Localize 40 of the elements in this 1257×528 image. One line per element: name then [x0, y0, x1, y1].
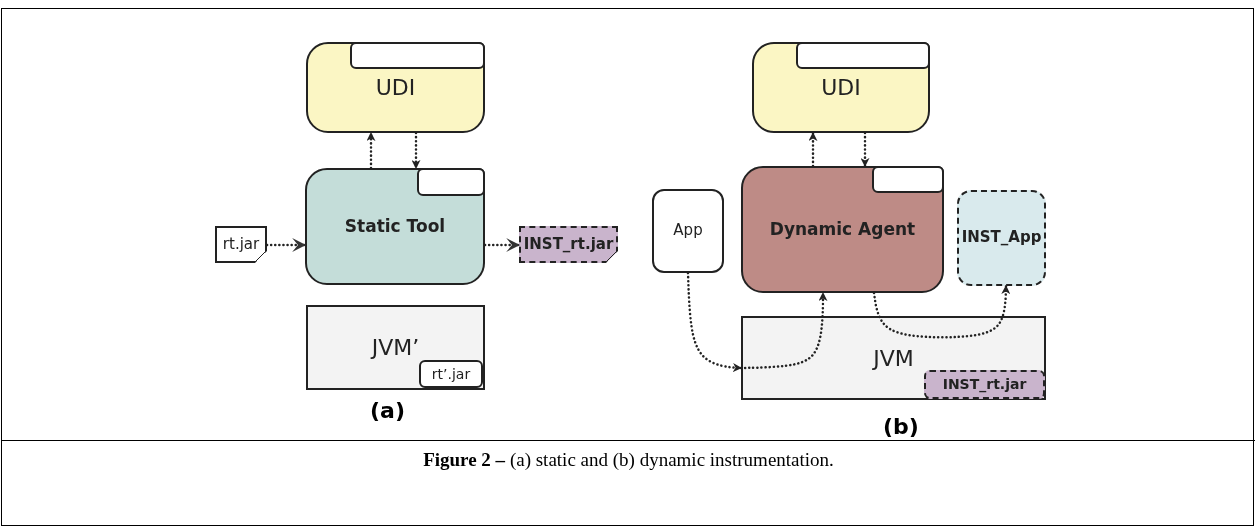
- dotted-arrow: [860, 131, 870, 168]
- dotted-arrow: [739, 291, 828, 370]
- library-tab: [419, 360, 483, 388]
- node-label: Dynamic Agent: [768, 219, 917, 240]
- component-box: [752, 42, 930, 133]
- node-label: rt’.jar: [430, 365, 472, 383]
- node-label: Static Tool: [343, 216, 447, 237]
- dotted-arrow: [483, 238, 521, 252]
- vm-box: [741, 316, 1046, 400]
- library-tab: [417, 168, 485, 196]
- node-label: JVM: [871, 346, 915, 372]
- library-tab: [796, 42, 930, 69]
- dotted-arrow: [411, 131, 421, 170]
- node-label: App: [672, 222, 704, 240]
- dotted-arrow: [686, 271, 743, 373]
- node-label: UDI: [820, 74, 862, 101]
- application-box: [652, 189, 724, 273]
- file-document: [519, 226, 618, 263]
- node-label: rt.jar: [221, 235, 261, 254]
- node-label: INST_rt.jar: [941, 376, 1028, 393]
- dotted-arrow: [872, 284, 1011, 339]
- panel-label: (b): [883, 414, 919, 439]
- library-tab: [872, 166, 944, 193]
- figure-caption: Figure 2 – (a) static and (b) dynamic instrumentation.: [422, 448, 835, 472]
- component-box: [306, 42, 485, 133]
- node-label: INST_rt.jar: [522, 235, 615, 254]
- dotted-arrow: [265, 238, 307, 252]
- dotted-arrow: [808, 131, 818, 168]
- node-label: JVM’: [369, 335, 421, 361]
- node-label: INST_App: [960, 229, 1043, 247]
- application-box: [957, 190, 1046, 286]
- dotted-arrow: [366, 131, 376, 170]
- file-document: [215, 226, 267, 263]
- tool-box: [305, 168, 485, 285]
- node-label: UDI: [374, 74, 417, 101]
- vm-box: [306, 305, 485, 390]
- file-box: [924, 370, 1045, 399]
- panel-label: (a): [370, 398, 405, 423]
- agent-box: [741, 166, 944, 293]
- library-tab: [350, 42, 485, 69]
